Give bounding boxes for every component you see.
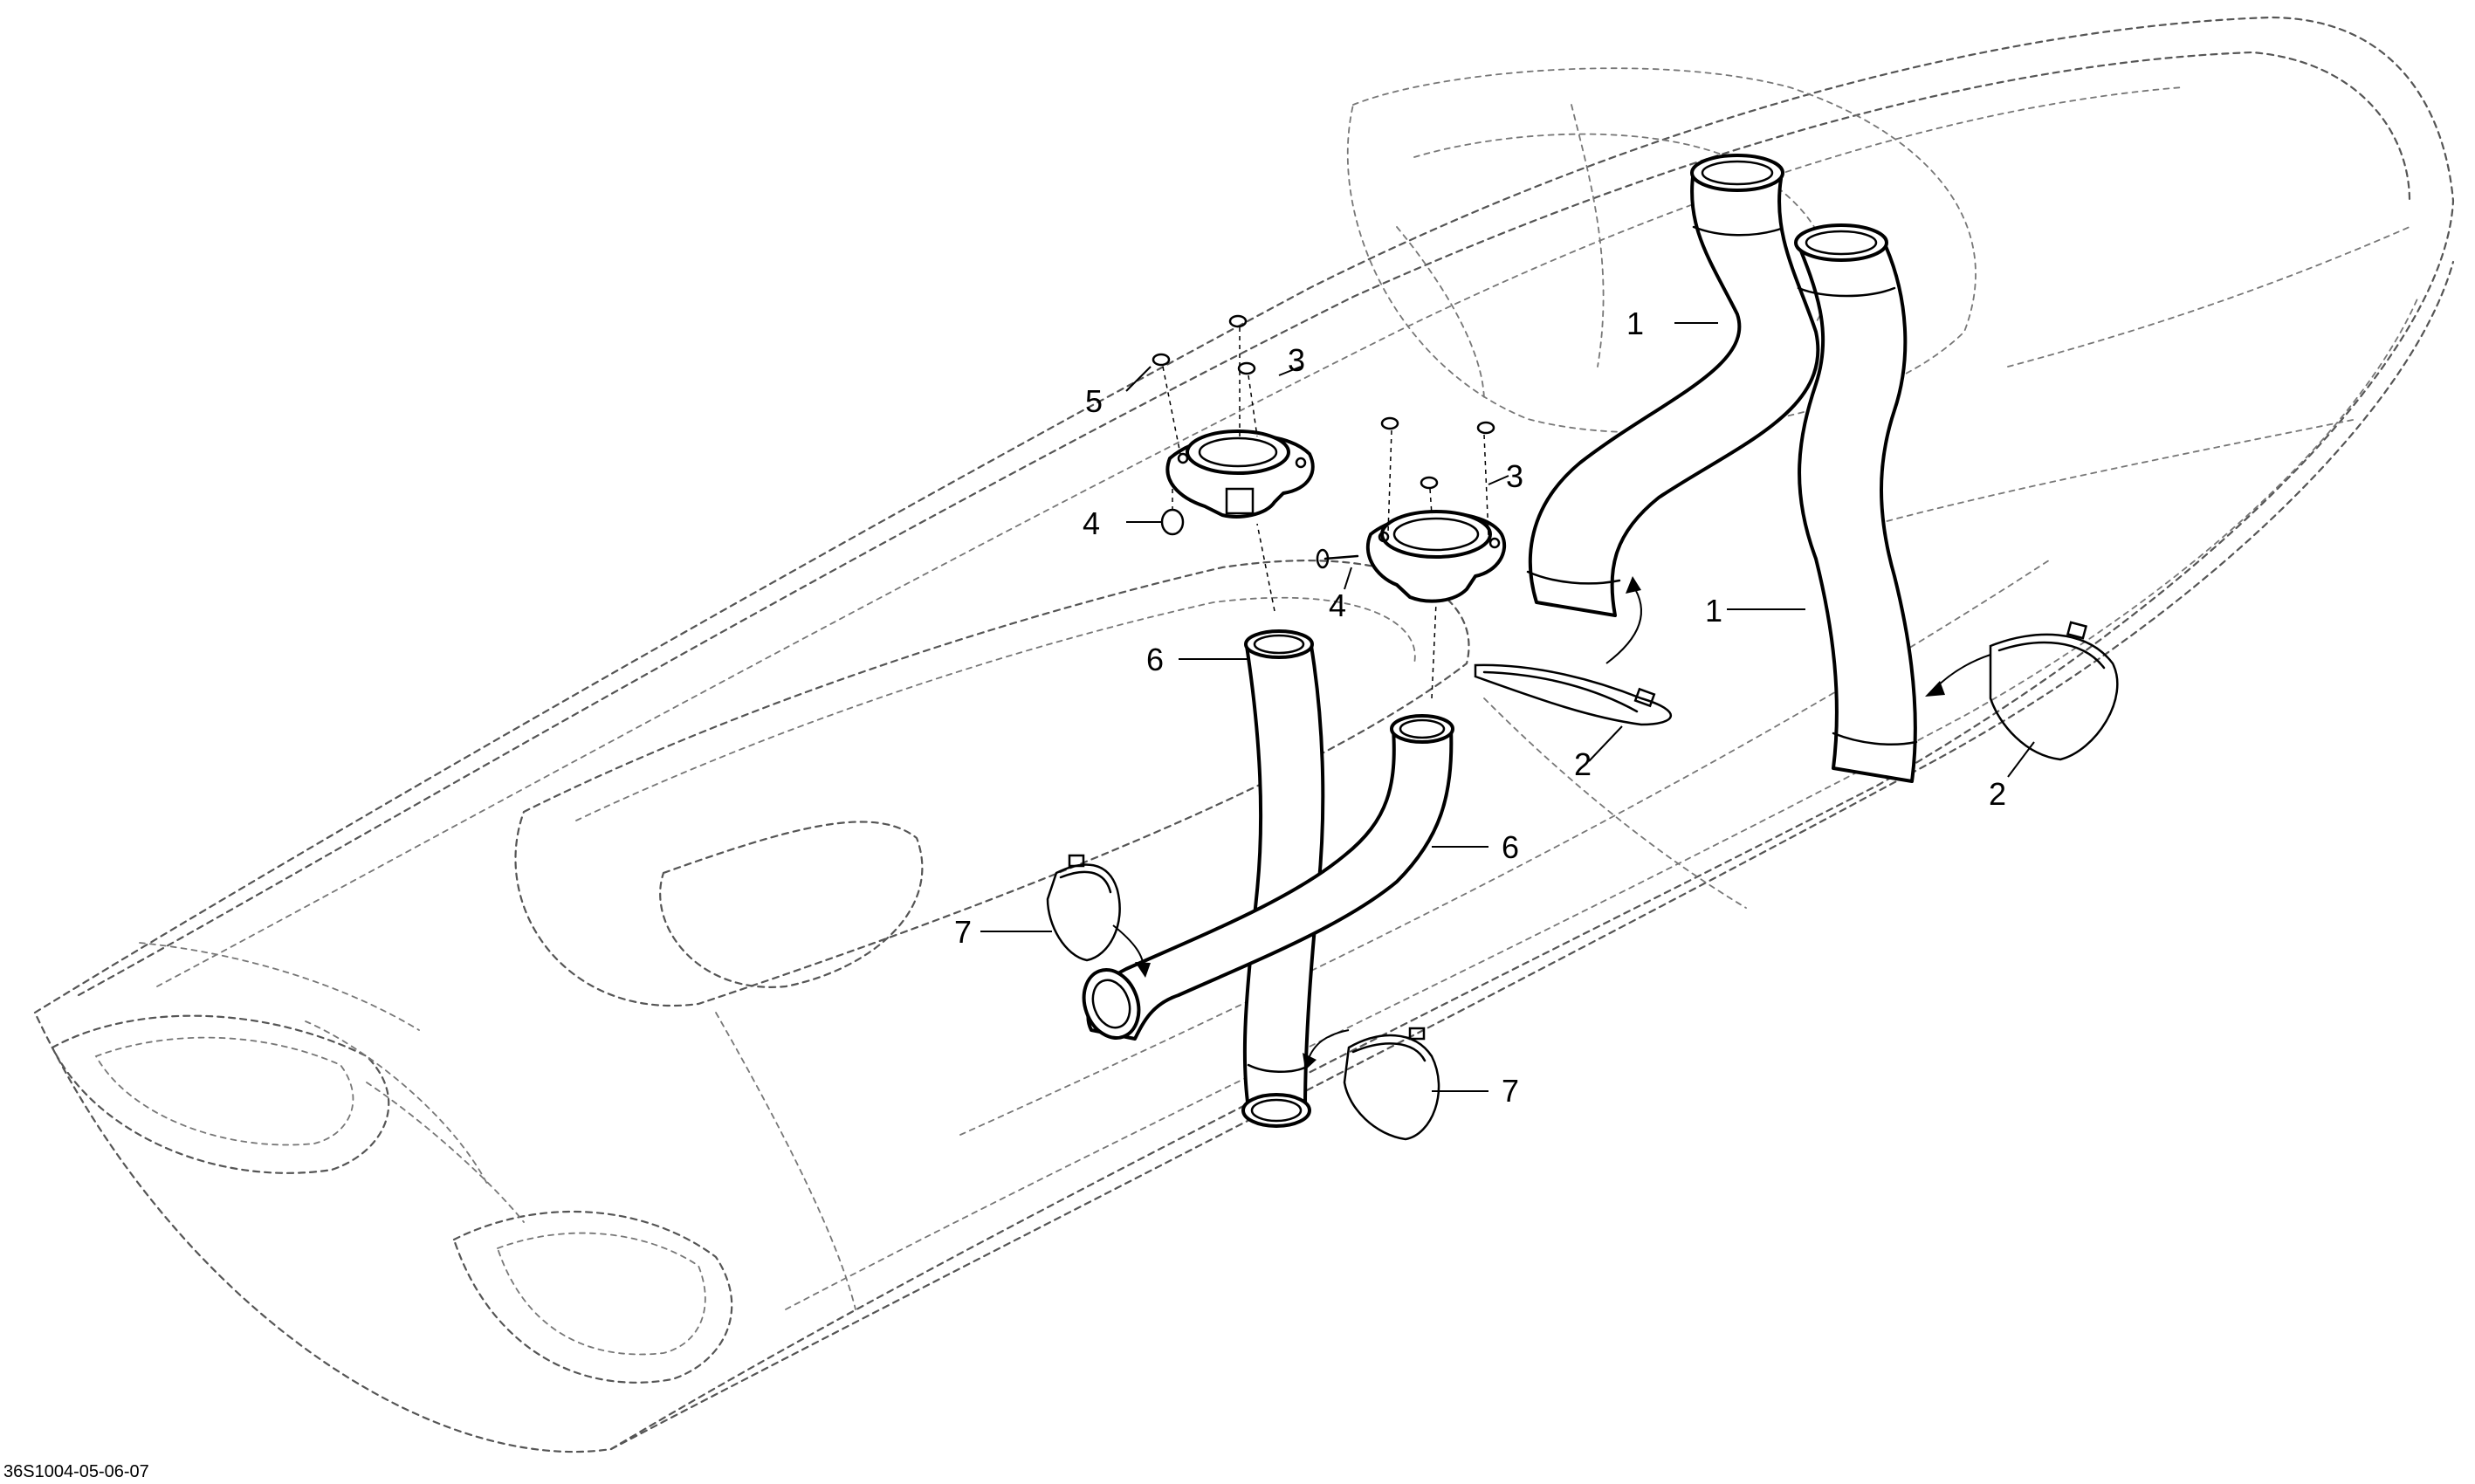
fitting-3-right	[1365, 510, 1507, 603]
screw-4	[1316, 548, 1359, 569]
hose-1-left	[1526, 154, 1820, 617]
clamp-7-left	[1046, 854, 1121, 962]
callout-2-middle: 2	[1574, 746, 1592, 782]
callout-2-right: 2	[1989, 776, 2006, 812]
callout-6-left: 6	[1146, 642, 1164, 677]
callout-labels: 1 1 2 2 3 3 4 4 5 6 6 7 7	[954, 306, 2006, 1109]
callout-4-left: 4	[1083, 505, 1100, 541]
callout-6-right: 6	[1502, 829, 1519, 865]
callout-7-left: 7	[954, 914, 972, 950]
callout-1-lower: 1	[1705, 593, 1722, 629]
hose-6-right	[1082, 714, 1454, 1041]
callout-3-right: 3	[1506, 458, 1523, 494]
leader-lines	[980, 322, 2035, 1092]
callout-5: 5	[1085, 383, 1103, 419]
clamp-2-right	[1989, 621, 2119, 761]
screws-5	[1152, 314, 1495, 538]
plug-4	[1160, 489, 1185, 536]
hose-1-right	[1794, 223, 1918, 783]
watercraft-hull-outline	[33, 16, 2455, 1453]
callout-1-upper: 1	[1626, 306, 1644, 341]
callout-3-left: 3	[1288, 342, 1305, 378]
clamp-7-right	[1343, 1027, 1440, 1141]
hose-6-left	[1241, 629, 1325, 1128]
callout-4-right: 4	[1329, 587, 1346, 623]
drawing-code: 36S1004-05-06-07	[3, 1462, 149, 1481]
clamp-2-middle	[1474, 663, 1673, 726]
callout-7-right: 7	[1502, 1073, 1519, 1109]
fitting-3-left	[1165, 429, 1315, 519]
assembly-arrows	[1112, 523, 1991, 1070]
